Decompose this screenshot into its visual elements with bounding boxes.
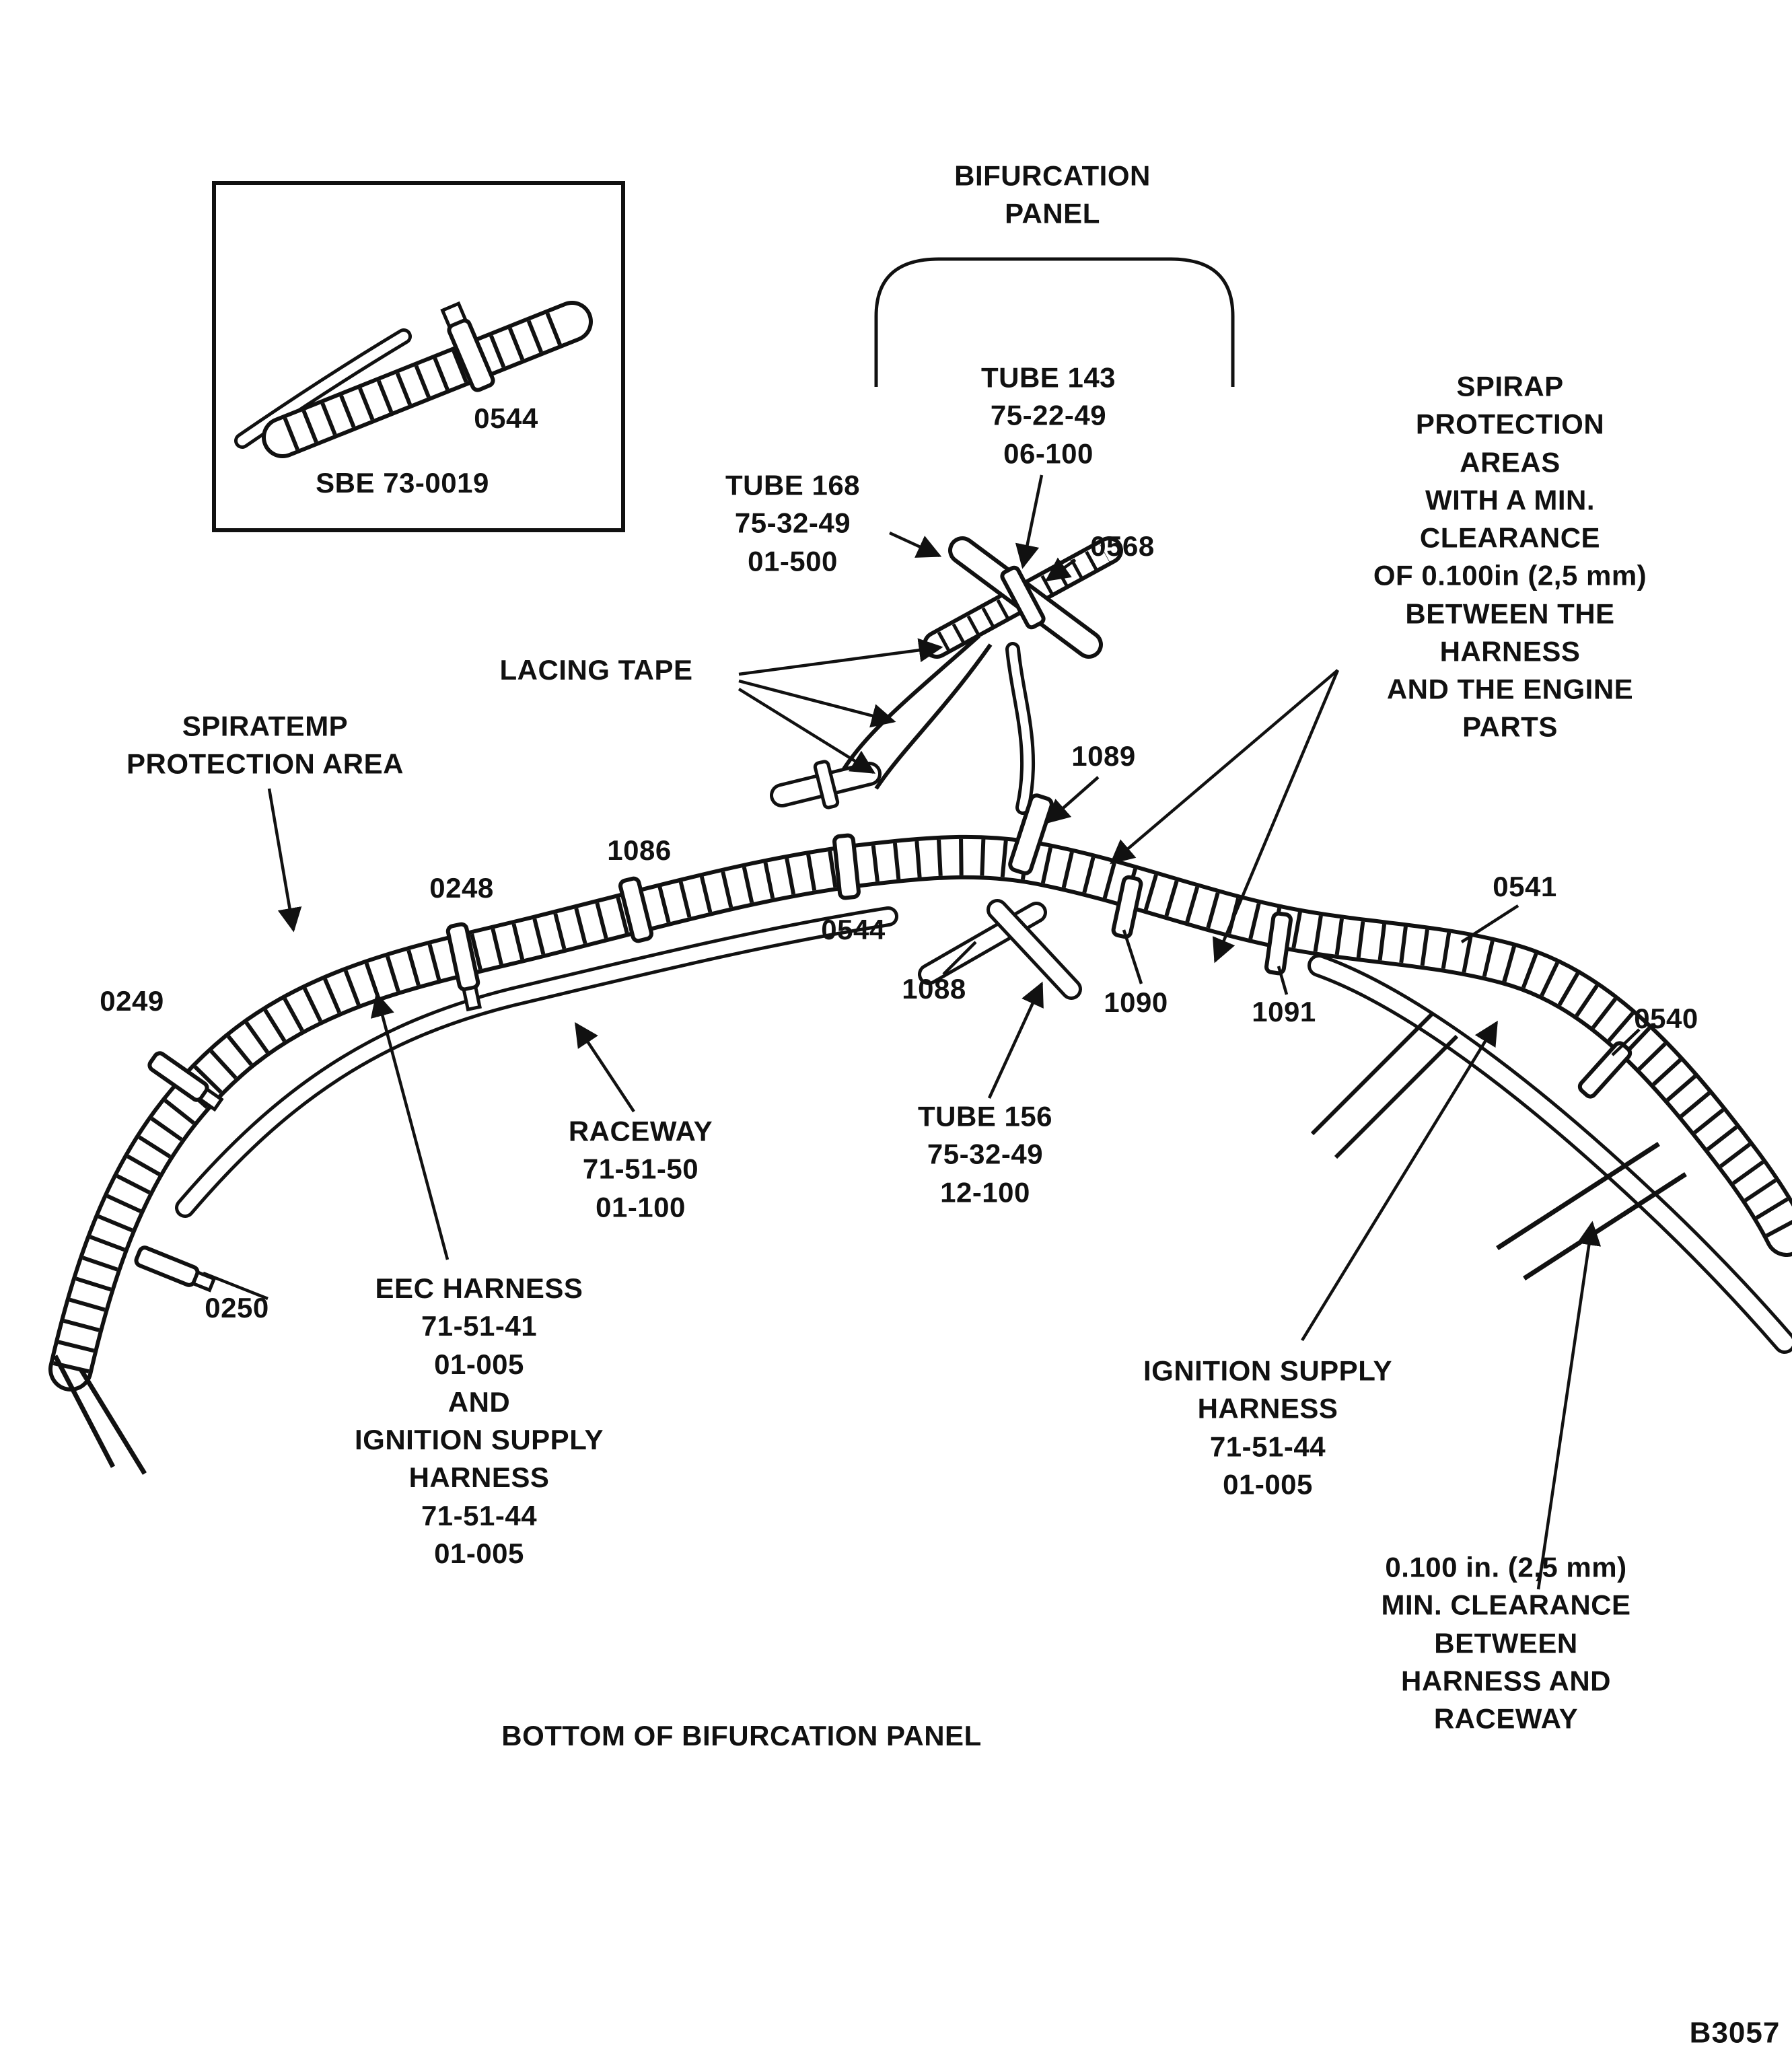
clamp-0540: [1577, 1041, 1633, 1099]
leader-spiratemp: [267, 788, 302, 933]
label-part-0249: 0249: [100, 984, 164, 1017]
label-tube-168: TUBE 168 75-32-49 01-500: [725, 469, 861, 577]
label-inset-ref: SBE 73-0019: [316, 466, 489, 499]
label-inset-part-0544: 0544: [474, 402, 538, 434]
label-part-0541: 0541: [1493, 870, 1557, 902]
clamp-1091: [1264, 911, 1293, 976]
label-spiratemp: SPIRATEMP PROTECTION AREA: [127, 710, 404, 780]
label-tube-156: TUBE 156 75-32-49 12-100: [917, 1100, 1053, 1208]
leader-ignition-supply: [1301, 1020, 1498, 1342]
label-bifurcation-panel: BIFURCATION PANEL: [954, 159, 1151, 229]
label-raceway: RACEWAY 71-51-50 01-100: [568, 1115, 713, 1223]
label-ignition-supply: IGNITION SUPPLY HARNESS 71-51-44 01-005: [1143, 1354, 1393, 1500]
leader-arrows: [203, 474, 1641, 1590]
label-part-0540: 0540: [1634, 1002, 1698, 1034]
clamp-0250: [134, 1245, 217, 1293]
leader-raceway: [575, 1021, 635, 1113]
leader-0540: [1611, 1028, 1641, 1056]
leader-eec-harness: [370, 992, 450, 1260]
label-part-0544: 0544: [821, 913, 886, 945]
label-min-clearance: 0.100 in. (2,5 mm) MIN. CLEARANCE BETWEE…: [1381, 1551, 1631, 1735]
inset-clamp: [440, 301, 495, 392]
label-spirap-note: SPIRAP PROTECTION AREAS WITH A MIN. CLEA…: [1373, 370, 1647, 744]
label-lacing-tape: LACING TAPE: [499, 653, 693, 686]
leader-lacing-3: [738, 688, 876, 774]
label-part-0568: 0568: [1090, 530, 1155, 562]
leader-0541: [1460, 904, 1519, 943]
leader-1088: [942, 941, 977, 976]
leader-1090: [1122, 929, 1143, 984]
leader-lacing-1: [738, 638, 943, 676]
clamp-1090: [1111, 875, 1143, 939]
label-part-0250: 0250: [205, 1291, 269, 1324]
clamp-1086: [618, 876, 654, 943]
clamp-mid-stub: [813, 760, 840, 809]
figure-caption: BOTTOM OF BIFURCATION PANEL: [501, 1719, 982, 1751]
label-part-0248: 0248: [429, 871, 494, 904]
main-harness-tube: [48, 834, 1792, 1475]
raceway-tube: [175, 906, 898, 1218]
clamp-bifurcation: [1000, 565, 1046, 630]
bifurcation-panel-bracket: [874, 257, 1235, 387]
clamp-0248: [445, 922, 482, 1012]
leader-tube-168: [889, 531, 942, 558]
label-part-1089: 1089: [1071, 739, 1136, 772]
figure-code: B3057: [1689, 2016, 1781, 2050]
leader-0568: [1045, 557, 1077, 582]
leader-tube-143: [1015, 474, 1044, 569]
inset-detail-box: [212, 181, 625, 532]
right-raceway-tube: [1307, 954, 1792, 1354]
label-part-1086: 1086: [607, 834, 672, 866]
bifurcation-branch: [770, 536, 1123, 815]
junction-stubs: [918, 899, 1082, 1000]
leader-lacing-2: [738, 679, 896, 728]
label-part-1090: 1090: [1104, 986, 1168, 1018]
label-part-1088: 1088: [902, 972, 966, 1005]
leader-0250: [203, 1271, 268, 1301]
clamp-0544: [832, 833, 861, 900]
leader-spirap-2: [1212, 670, 1340, 964]
leader-min-clearance: [1536, 1221, 1602, 1590]
leader-1089: [1045, 776, 1100, 824]
leader-tube-156: [987, 981, 1044, 1099]
label-eec-harness: EEC HARNESS 71-51-41 01-005 AND IGNITION…: [354, 1272, 604, 1569]
leader-spirap-1: [1110, 669, 1339, 865]
leader-1091: [1277, 966, 1289, 995]
label-tube-143: TUBE 143 75-22-49 06-100: [980, 361, 1116, 470]
clamp-1089: [1008, 793, 1054, 875]
clamp-0249: [147, 1051, 224, 1112]
label-part-1091: 1091: [1252, 995, 1316, 1027]
